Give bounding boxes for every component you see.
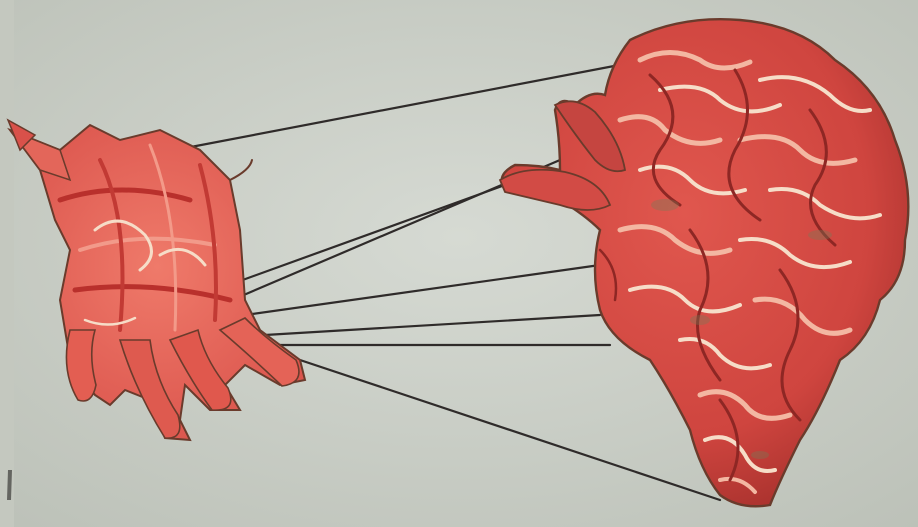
paper-left-edge <box>0 0 14 527</box>
